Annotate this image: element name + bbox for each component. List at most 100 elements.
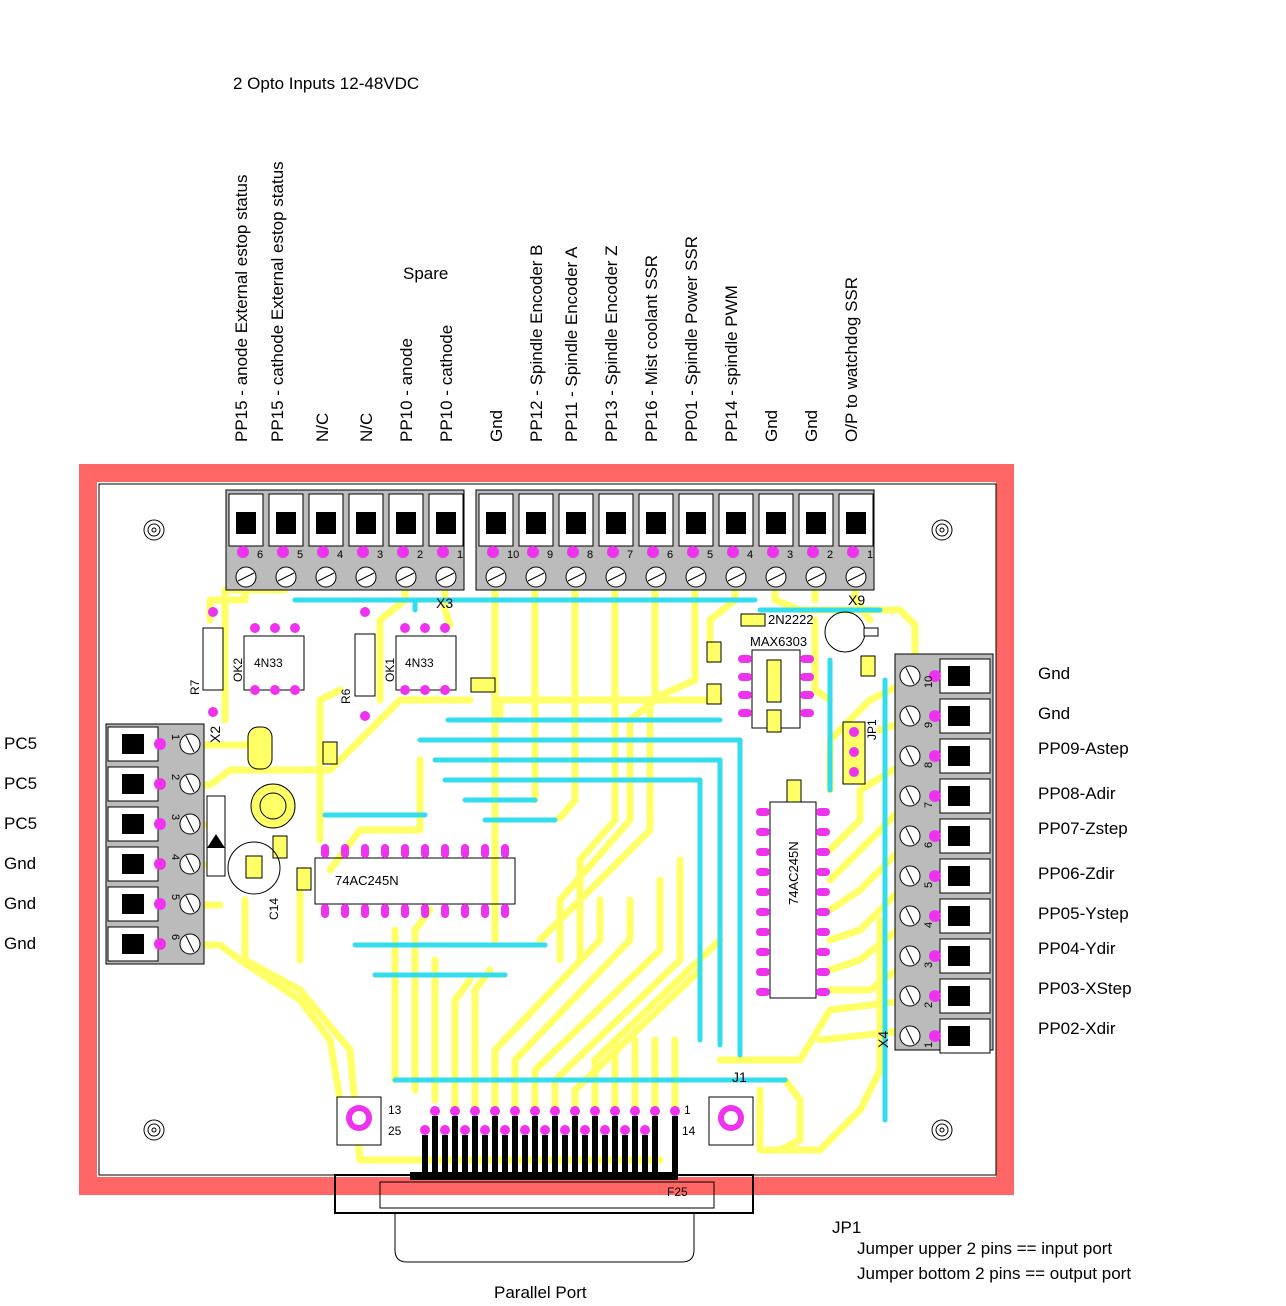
mount-hole-bl bbox=[143, 1119, 165, 1141]
ic1-pin-top bbox=[401, 844, 409, 858]
ic2-pin-left bbox=[756, 948, 770, 956]
jp1-note-lower: Jumper bottom 2 pins == output port bbox=[857, 1264, 1132, 1283]
db25-lead-bottom bbox=[562, 1135, 568, 1177]
spare-label: Spare bbox=[403, 264, 449, 283]
ic2-pin-right bbox=[816, 828, 830, 836]
right-label-pp04: PP04-Ydir bbox=[1038, 939, 1116, 958]
db25-lead-bottom bbox=[582, 1135, 588, 1177]
c14-label: C14 bbox=[267, 898, 281, 920]
svg-text:6: 6 bbox=[923, 842, 935, 848]
page-title: 2 Opto Inputs 12-48VDC bbox=[233, 74, 420, 93]
ic1-pin-top bbox=[421, 844, 429, 858]
ic1-pin-top bbox=[381, 844, 389, 858]
db25-lead-bottom bbox=[502, 1135, 508, 1177]
conn-pin-14: 14 bbox=[682, 1124, 696, 1138]
x9-pin-4: 4 bbox=[718, 493, 754, 588]
optocoupler-ok1 bbox=[395, 623, 457, 695]
x2-pin-5: 5 bbox=[107, 886, 201, 922]
svg-text:8: 8 bbox=[923, 762, 935, 768]
x4-pin-8: 8 bbox=[899, 738, 991, 774]
db25-lead-top bbox=[492, 1116, 498, 1176]
x4-pin-4: 4 bbox=[899, 898, 991, 934]
db25-pin-bottom bbox=[640, 1125, 650, 1135]
svg-text:5: 5 bbox=[297, 549, 303, 561]
db25-lead-top bbox=[612, 1116, 618, 1176]
mounting-holes bbox=[143, 519, 953, 1141]
conn-pin-25: 25 bbox=[388, 1124, 402, 1138]
ok1-label: OK1 bbox=[383, 658, 397, 682]
x9-pin-9: 9 bbox=[518, 493, 554, 588]
db25-pin-top bbox=[490, 1106, 500, 1116]
db25-lead-top bbox=[572, 1116, 578, 1176]
mount-hole-tl bbox=[143, 519, 165, 541]
svg-text:3: 3 bbox=[169, 814, 181, 820]
left-label-pc5-1: PC5 bbox=[4, 734, 38, 753]
x2-pin-1: 1 bbox=[107, 726, 201, 762]
svg-text:5: 5 bbox=[169, 894, 181, 900]
ic2-pin-right bbox=[816, 948, 830, 956]
right-label-pp03: PP03-XStep bbox=[1038, 979, 1132, 998]
svg-text:3: 3 bbox=[787, 549, 793, 561]
x9-pin-10: 10 bbox=[478, 493, 519, 588]
jumper-jp1 bbox=[842, 721, 866, 785]
right-label-gnd-2: Gnd bbox=[1038, 704, 1071, 723]
optocoupler-ok2 bbox=[243, 623, 305, 695]
parallel-port-db25 bbox=[334, 1096, 754, 1263]
board-outline bbox=[79, 464, 1014, 1195]
ic1-pin-bottom bbox=[321, 904, 329, 918]
ic1-label: 74AC245N bbox=[335, 873, 399, 888]
x9-pin-8: 8 bbox=[558, 493, 594, 588]
db25-lead-top bbox=[512, 1116, 518, 1176]
ic2-pin-right bbox=[816, 928, 830, 936]
ic1-pin-bottom bbox=[381, 904, 389, 918]
right-label-pp02: PP02-Xdir bbox=[1038, 1019, 1116, 1038]
x3-pin-4: 4 bbox=[308, 493, 344, 588]
db25-pin-top bbox=[470, 1106, 480, 1116]
right-label-pp09: PP09-Astep bbox=[1038, 739, 1129, 758]
ic2-74ac245n bbox=[756, 801, 830, 999]
ic2-pin-left bbox=[756, 888, 770, 896]
x9-pin-5: 5 bbox=[678, 493, 714, 588]
ic2-pin-right bbox=[816, 888, 830, 896]
svg-text:5: 5 bbox=[707, 549, 713, 561]
ic1-pin-bottom bbox=[401, 904, 409, 918]
x9-pin-6: 6 bbox=[638, 493, 674, 588]
f25-label: F25 bbox=[667, 1185, 688, 1199]
fuse bbox=[247, 726, 273, 770]
jp1-note-title: JP1 bbox=[832, 1218, 862, 1237]
x9-pin-1: 1 bbox=[838, 493, 874, 588]
ic1-pin-bottom bbox=[421, 904, 429, 918]
db25-lead-bottom bbox=[462, 1135, 468, 1177]
svg-text:4: 4 bbox=[923, 922, 935, 928]
transistor-t1 bbox=[824, 611, 879, 653]
opto-part-ok1: 4N33 bbox=[405, 656, 434, 670]
db25-pin-bottom bbox=[560, 1125, 570, 1135]
x9-pin-7: 7 bbox=[598, 493, 634, 588]
db25-pin-top bbox=[450, 1106, 460, 1116]
ic1-pin-bottom bbox=[461, 904, 469, 918]
right-label-pp05: PP05-Ystep bbox=[1038, 904, 1129, 923]
ic2-pin-right bbox=[816, 808, 830, 816]
cyan-traces bbox=[292, 597, 888, 1123]
db25-lead-top bbox=[432, 1116, 438, 1176]
ic1-pin-top bbox=[501, 844, 509, 858]
db25-pin-bottom bbox=[480, 1125, 490, 1135]
svg-text:6: 6 bbox=[667, 549, 673, 561]
mount-hole-tr bbox=[931, 519, 953, 541]
x4-label: X4 bbox=[875, 1031, 891, 1048]
conn-pin-1: 1 bbox=[684, 1103, 691, 1117]
svg-text:2: 2 bbox=[169, 774, 181, 780]
x3-label: X3 bbox=[436, 595, 453, 611]
x2-pin-2: 2 bbox=[107, 766, 201, 802]
svg-text:9: 9 bbox=[547, 549, 553, 561]
db25-lead-bottom bbox=[422, 1135, 428, 1177]
left-label-gnd-1: Gnd bbox=[4, 854, 37, 873]
db25-pin-bottom bbox=[460, 1125, 470, 1135]
x2-pin-6: 6 bbox=[107, 926, 201, 962]
ic2-pin-right bbox=[816, 868, 830, 876]
x3-pin-6: 6 bbox=[228, 493, 264, 588]
left-label-gnd-2: Gnd bbox=[4, 894, 37, 913]
svg-text:2: 2 bbox=[417, 549, 423, 561]
svg-text:2: 2 bbox=[923, 1002, 935, 1008]
